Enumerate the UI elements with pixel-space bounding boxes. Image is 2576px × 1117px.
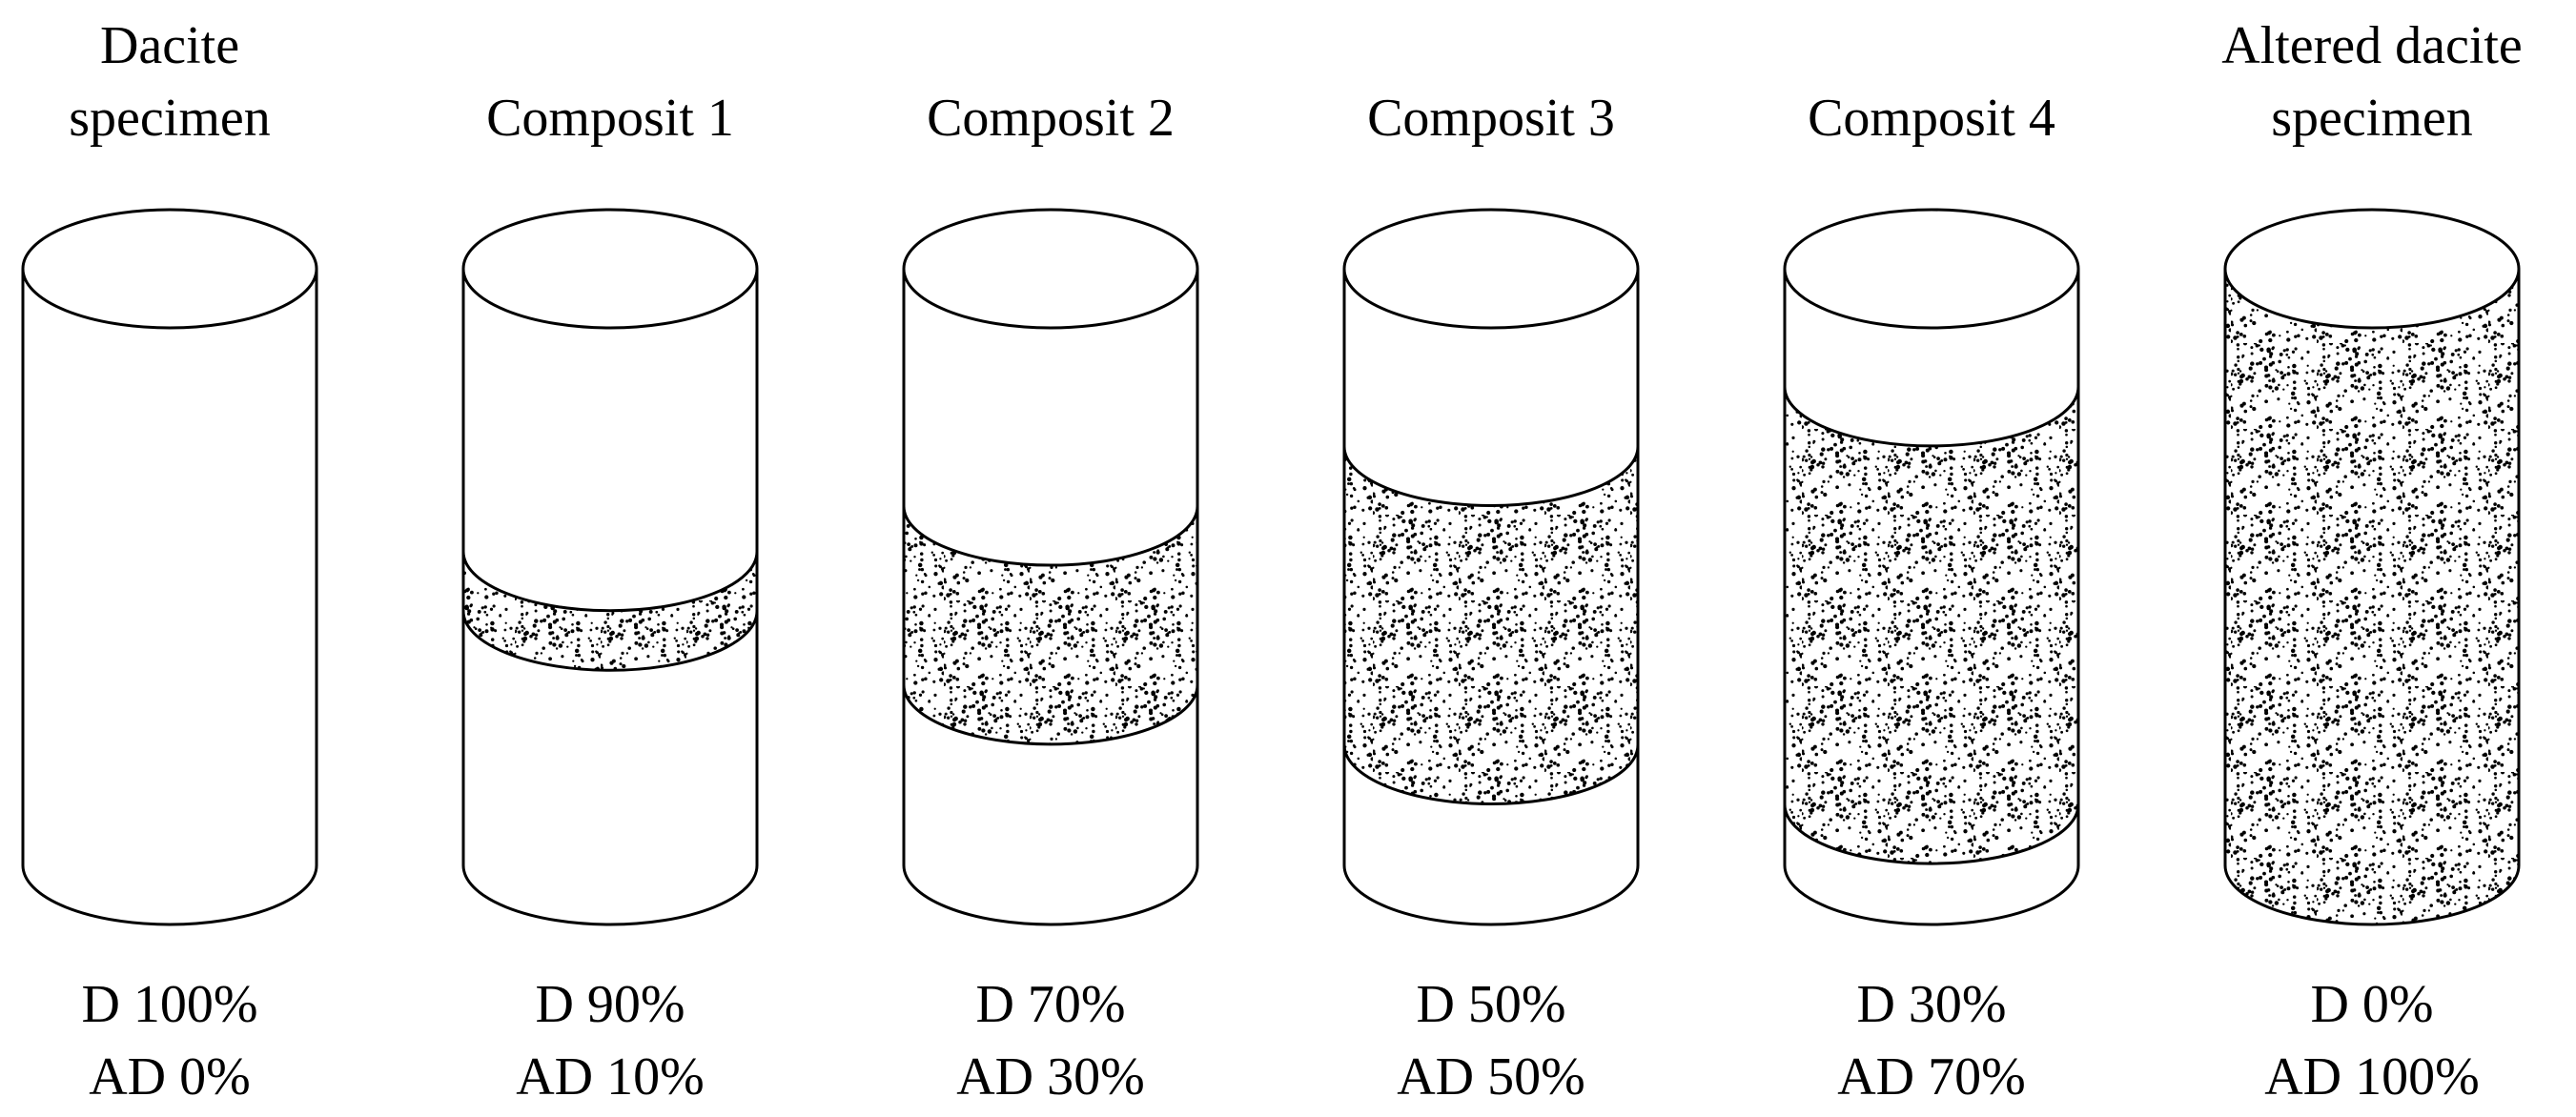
cylinder-sides [461,269,759,865]
altered-dacite-layer [2223,269,2521,926]
cylinder-sides [1783,269,2080,865]
altered-dacite-percent: AD 50% [1397,1047,1585,1107]
specimen-cylinder [902,208,1199,926]
cylinder-sides [1342,269,1640,865]
altered-dacite-layer [904,506,1197,744]
specimen-title-text: Composit 3 [1367,89,1615,148]
cylinder-top [1783,208,2080,330]
cylinder-top [461,208,759,330]
dacite-percent: D 30% [1856,975,2007,1034]
specimen-title: Composit 2 [803,10,1298,154]
cylinder-top [902,208,1199,330]
layer-boundaries [1342,446,1640,805]
layer-boundaries [1783,386,2080,865]
altered-dacite-percent: AD 70% [1837,1047,2026,1107]
specimen-cylinder [1342,208,1640,926]
composition-label: D 100% AD 0% [0,968,418,1113]
dacite-percent: D 50% [1416,975,1566,1034]
cylinder-sides [21,269,318,865]
specimen-cylinder [1783,208,2080,926]
altered-dacite-percent: AD 100% [2264,1047,2480,1107]
layer-boundaries [902,506,1199,746]
specimen-title-text: Composit 2 [927,89,1175,148]
specimen-title-text: Composit 4 [1808,89,2055,148]
cylinder-top [1342,208,1640,330]
composition-label: D 50% AD 50% [1243,968,1739,1113]
specimen-cylinder [2223,208,2521,926]
composition-label: D 90% AD 10% [362,968,858,1113]
specimen-title-text: Altered dacite specimen [2221,16,2523,148]
cylinder-body [21,269,318,926]
altered-dacite-layer [1343,446,1638,804]
composition-label: D 30% AD 70% [1684,968,2179,1113]
specimen-title-text: Composit 1 [486,89,734,148]
layer-boundaries [461,551,759,672]
cylinder-body [461,269,759,926]
altered-dacite-percent: AD 10% [516,1047,705,1107]
specimen-title: Altered dacite specimen [2124,10,2576,154]
composition-label: D 0% AD 100% [2124,968,2576,1113]
specimen-title: Dacite specimen [0,10,418,154]
specimen-title: Composit 1 [362,10,858,154]
cylinder-top [2223,208,2521,330]
cylinder-top [21,208,318,330]
specimen-cylinder [461,208,759,926]
altered-dacite-layer [1785,386,2078,864]
specimen-title: Composit 4 [1684,10,2179,154]
specimen-title: Composit 3 [1243,10,1739,154]
composition-label: D 70% AD 30% [803,968,1298,1113]
specimen-title-text: Dacite specimen [69,16,271,148]
altered-dacite-percent: AD 0% [89,1047,251,1107]
cylinder-sides [2223,269,2521,865]
dacite-percent: D 0% [2310,975,2434,1034]
cylinder-sides [902,269,1199,865]
altered-dacite-percent: AD 30% [956,1047,1145,1107]
dacite-percent: D 100% [81,975,258,1034]
specimen-cylinder [21,208,318,926]
dacite-percent: D 70% [975,975,1126,1034]
dacite-percent: D 90% [535,975,685,1034]
